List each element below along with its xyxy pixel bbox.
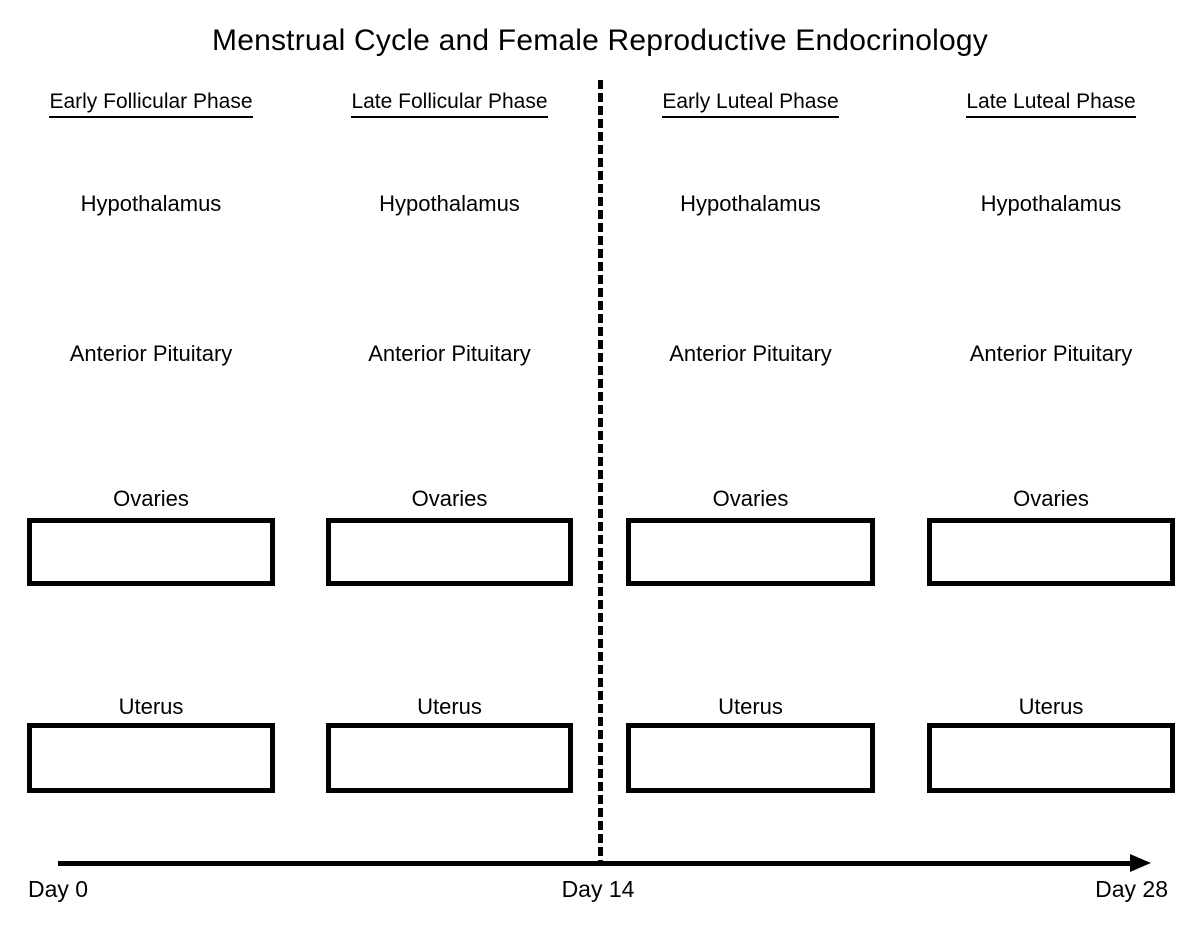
- uterus-label: Uterus: [118, 694, 184, 719]
- phase-header-label: Late Luteal Phase: [966, 90, 1136, 118]
- ovaries-answer-box: [326, 518, 573, 586]
- day-28-label: Day 28: [1095, 876, 1168, 902]
- ovaries-label: Ovaries: [113, 486, 189, 511]
- uterus-answer-box: [27, 723, 275, 793]
- phase-header: Late Luteal Phase: [927, 90, 1175, 118]
- phase-header: Late Follicular Phase: [326, 90, 573, 118]
- anterior-pituitary-label: Anterior Pituitary: [969, 341, 1133, 366]
- phase-column-late-follicular: Late Follicular Phase Hypothalamus Anter…: [326, 0, 573, 927]
- uterus-label: Uterus: [718, 694, 783, 719]
- phase-header: Early Follicular Phase: [27, 90, 275, 118]
- phase-header-label: Early Luteal Phase: [662, 90, 839, 118]
- hypothalamus-label: Hypothalamus: [379, 191, 520, 216]
- ovaries-answer-box: [626, 518, 875, 586]
- midcycle-divider-line: [598, 80, 603, 864]
- phase-column-early-luteal: Early Luteal Phase Hypothalamus Anterior…: [626, 0, 875, 927]
- phase-column-early-follicular: Early Follicular Phase Hypothalamus Ante…: [27, 0, 275, 927]
- day-0-label: Day 0: [28, 876, 89, 902]
- ovaries-label: Ovaries: [712, 486, 789, 511]
- uterus-answer-box: [626, 723, 875, 793]
- day-14-label: Day 14: [561, 876, 635, 902]
- hypothalamus-label: Hypothalamus: [680, 191, 821, 216]
- phase-header-label: Late Follicular Phase: [351, 90, 548, 118]
- uterus-label: Uterus: [1018, 694, 1084, 719]
- phase-column-late-luteal: Late Luteal Phase Hypothalamus Anterior …: [927, 0, 1175, 927]
- ovaries-answer-box: [927, 518, 1175, 586]
- phase-header-label: Early Follicular Phase: [49, 90, 253, 118]
- ovaries-label: Ovaries: [1013, 486, 1089, 511]
- anterior-pituitary-label: Anterior Pituitary: [368, 341, 531, 366]
- phase-header: Early Luteal Phase: [626, 90, 875, 118]
- hypothalamus-label: Hypothalamus: [80, 191, 222, 216]
- hypothalamus-label: Hypothalamus: [980, 191, 1122, 216]
- uterus-answer-box: [927, 723, 1175, 793]
- uterus-label: Uterus: [417, 694, 482, 719]
- uterus-answer-box: [326, 723, 573, 793]
- timeline-axis: [58, 861, 1132, 866]
- anterior-pituitary-label: Anterior Pituitary: [69, 341, 233, 366]
- timeline-arrowhead-icon: [1130, 854, 1151, 872]
- anterior-pituitary-label: Anterior Pituitary: [669, 341, 832, 366]
- ovaries-label: Ovaries: [411, 486, 488, 511]
- ovaries-answer-box: [27, 518, 275, 586]
- diagram-title: Menstrual Cycle and Female Reproductive …: [212, 24, 988, 57]
